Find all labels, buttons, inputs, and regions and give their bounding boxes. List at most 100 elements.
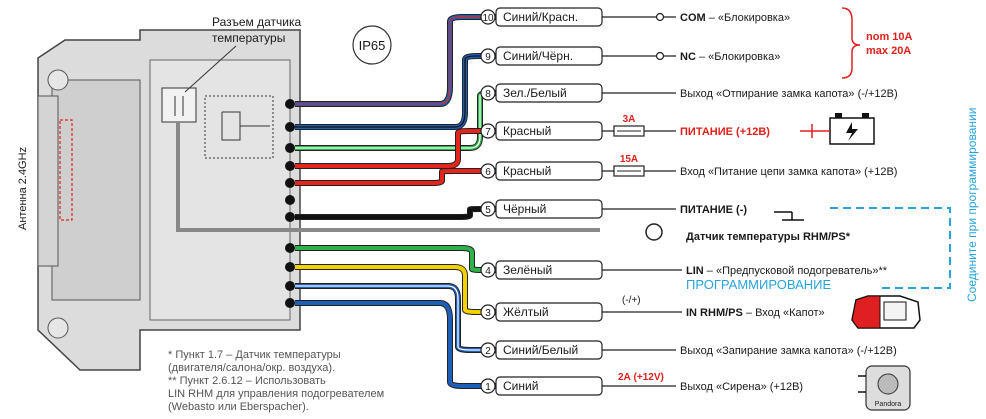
- wire1-current: 2А (+12V): [618, 372, 664, 383]
- fuse-icon: 15A: [613, 154, 645, 177]
- wire-number: 8: [485, 89, 491, 100]
- wire-8: 8 Зел./Белый Выход «Отпирание замка капота…: [295, 83, 898, 151]
- wire-number: 2: [485, 346, 491, 357]
- wire-description: COM – «Блокировка»: [680, 12, 790, 24]
- wire-number-badge: [480, 123, 496, 139]
- temp-connector: [161, 87, 197, 123]
- wire-2: 2 Синий/Белый Выход «Запирание замка капот…: [295, 283, 897, 360]
- fuse-rating: 15A: [620, 154, 638, 165]
- siren-brand: Pandora: [875, 401, 902, 408]
- wire-label: Красный: [503, 164, 551, 178]
- sensor-ring-icon: [645, 223, 663, 241]
- wire-description: ПИТАНИЕ (+12В): [680, 126, 770, 138]
- wire-number: 7: [485, 127, 491, 138]
- wire-number: 1: [485, 382, 491, 393]
- wire-number: 3: [485, 308, 491, 319]
- wire-core: [295, 54, 496, 129]
- wire-description: Выход «Отпирание замка капота» (-/+12В): [680, 88, 898, 100]
- wire-4: 4 Зелёный LIN – «Предпусковой подогревател…: [295, 245, 888, 280]
- relay-terminal: [655, 51, 665, 61]
- wire-core: [295, 129, 496, 168]
- wire-number: 5: [485, 205, 491, 216]
- siren-icon: Pandora: [858, 365, 911, 411]
- wire-description: Выход «Сирена» (+12В): [680, 381, 803, 393]
- wire-number-badge: [480, 378, 496, 394]
- relay-box: [204, 95, 274, 159]
- wire-description: Вход «Питание цепи замка капота» (+12В): [680, 166, 897, 178]
- wire-description: NC – «Блокировка»: [680, 51, 780, 63]
- antenna-marker: [59, 119, 73, 221]
- temp-connector-leader: [184, 45, 237, 93]
- connector-pins: [285, 99, 295, 308]
- wire-label: Жёлтый: [503, 305, 549, 319]
- relay-rating-nom: nom 10A: [866, 31, 913, 43]
- control-unit: [37, 29, 600, 371]
- footnotes: * Пункт 1.7 – Датчик температуры (двигат…: [168, 349, 384, 413]
- wire-10: 10 Синий/Красн. COM – «Блокировка»: [295, 7, 790, 107]
- wire-number-badge: [480, 163, 496, 179]
- temp-connector-label-line2: температуры: [212, 31, 285, 45]
- wire-description: IN RHM/PS – Вход «Капот»: [686, 307, 825, 319]
- wire-core: [295, 207, 496, 219]
- wire-description: LIN – «Предпусковой подогреватель»**: [686, 265, 888, 277]
- wire-number-badge: [480, 262, 496, 278]
- wire-stripe: [295, 16, 496, 105]
- footnote-line: (Webasto или Eberspacher).: [168, 401, 309, 413]
- wire-9: 9 Синий/Чёрн. NC – «Блокировка»: [295, 46, 780, 130]
- wire-label: Зел./Белый: [503, 86, 567, 100]
- wire-label: Красный: [503, 124, 551, 138]
- programming-connect-label: Соедините при программировании: [965, 108, 979, 302]
- wire-core: [295, 301, 496, 388]
- relay-brace: [841, 7, 861, 79]
- battery-icon: [800, 113, 875, 145]
- wire-number-badge: [480, 48, 496, 64]
- wire-number: 9: [485, 52, 491, 63]
- programming-bridge: [830, 207, 951, 289]
- wires: 10 Синий/Красн. COM – «Блокировка» 9 Синий/Ч…: [295, 7, 898, 396]
- wire-number-badge: [480, 304, 496, 320]
- footnote-line: ** Пункт 2.6.12 – Использовать: [168, 375, 326, 387]
- wire-number-badge: [480, 9, 496, 25]
- relay-rating-max: max 20A: [866, 45, 911, 57]
- wire-core: [295, 265, 496, 314]
- wire-description: ПИТАНИЕ (-): [680, 204, 747, 216]
- footnote-line: * Пункт 1.7 – Датчик температуры: [168, 349, 341, 361]
- fuse-rating: 3A: [623, 114, 636, 125]
- wire-stripe: [295, 55, 496, 128]
- wire-stripe: [295, 285, 496, 351]
- wire-label: Синий/Чёрн.: [503, 49, 573, 63]
- wire-core: [295, 246, 496, 272]
- relay-terminal: [655, 12, 665, 22]
- wire-number: 4: [485, 266, 491, 277]
- temp-connector-label-line1: Разъем датчика: [212, 15, 302, 29]
- wire-number-badge: [480, 85, 496, 101]
- wire-description: Выход «Запирание замка капота» (-/+12В): [680, 345, 897, 357]
- wire-number-badge: [480, 342, 496, 358]
- wire-label: Зелёный: [503, 263, 552, 277]
- wire-label: Синий/Белый: [503, 343, 578, 357]
- wire-5: 5 Чёрный ПИТАНИЕ (-): [295, 199, 747, 220]
- ip-rating-badge: IP65: [352, 25, 392, 65]
- fuse-icon: 3A: [613, 114, 645, 137]
- antenna-label: Антенна 2.4GHz: [17, 147, 29, 230]
- wire-number: 6: [485, 167, 491, 178]
- sensor-label: Датчик температуры RHM/PS*: [686, 231, 851, 243]
- wire-7: 7 Красный ПИТАНИЕ (+12В): [295, 121, 770, 169]
- programming-label: ПРОГРАММИРОВАНИЕ: [686, 277, 831, 292]
- wire-label: Чёрный: [503, 202, 546, 216]
- wire-3: 3 Жёлтый IN RHM/PS – Вход «Капот»: [295, 264, 825, 322]
- wire3-polarity: (-/+): [622, 295, 641, 306]
- wire-label: Синий: [503, 379, 538, 393]
- car-icon: [851, 295, 921, 329]
- ground-icon: [774, 211, 804, 221]
- footnote-line: (двигателя/салона/окр. воздуха).: [168, 362, 335, 374]
- wire-6: 6 Красный Вход «Питание цепи замка капота»…: [295, 161, 897, 186]
- wire-core: [295, 169, 496, 185]
- wire-label: Синий/Красн.: [503, 10, 578, 24]
- wire-1: 1 Синий Выход «Сирена» (+12В): [295, 300, 803, 396]
- wire-number-badge: [480, 201, 496, 217]
- footnote-line: LIN RHM для управления подогревателем: [168, 388, 384, 400]
- ip-rating-text: IP65: [359, 38, 386, 53]
- wire-number: 10: [482, 13, 494, 24]
